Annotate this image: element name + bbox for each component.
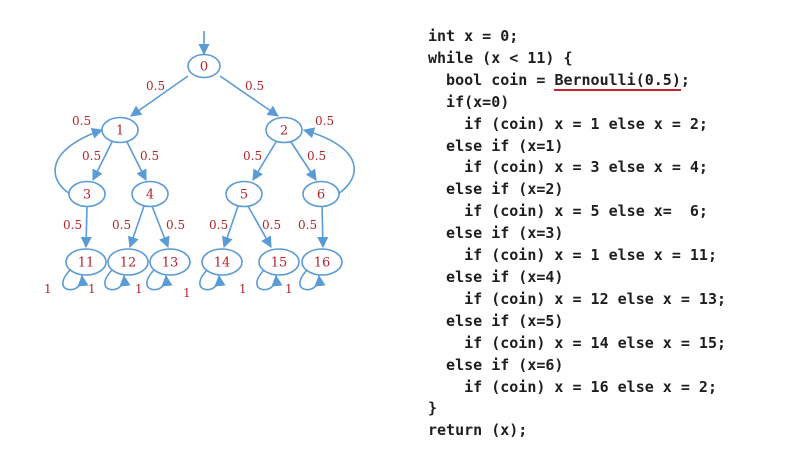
node-label: 15 [271,256,288,271]
edge-5-14 [221,205,239,249]
code-line-13: if (coin) x = 12 else x = 13; [428,289,727,308]
edge-label-0-1: 0.5 [146,79,165,93]
code-line-11: if (coin) x = 1 else x = 11; [428,246,717,265]
selfloop-label-12: 1 [88,282,96,296]
edge-label-1-3: 0.5 [82,149,101,163]
edge-label-6-2: 0.5 [315,114,334,128]
edge-label-6-16: 0.5 [298,218,317,232]
code-line-1: int x = 0; [428,27,519,45]
edge-label-5-15: 0.5 [262,218,281,232]
code-listing: int x = 0; while (x < 11) { bool coin = … [428,26,726,442]
node-label: 4 [146,188,154,203]
node-label: 1 [116,124,124,139]
edge-label-2-6: 0.5 [307,149,326,163]
node-1: 1 [101,116,139,144]
edge-label-5-14: 0.5 [209,218,228,232]
code-line-3: bool coin = Bernoulli(0.5); [428,70,726,92]
selfloop-label-14: 1 [183,286,191,300]
code-line-16: else if (x=6) [428,355,564,374]
selfloop-label-16: 1 [285,282,293,296]
code-line-4: if(x=0) [428,92,510,111]
edge-label-3-11: 0.5 [63,218,82,232]
node-3: 3 [68,180,106,208]
node-label: 2 [280,124,288,139]
selfloop-12 [104,269,131,291]
code-line-9: if (coin) x = 5 else x= 6; [428,202,708,221]
code-line-18: } [428,399,438,418]
edge-2-6 [290,141,317,181]
code-line-3-suffix: ; [680,70,690,89]
edge-4-13 [151,205,170,249]
edge-3-11 [80,205,92,249]
edge-1-3 [92,141,113,182]
edge-5-15 [247,205,272,248]
node-label: 13 [162,256,179,271]
code-line-17: if (coin) x = 16 else x = 2; [428,377,717,396]
node-12: 12 [107,248,149,276]
edge-1-4 [126,141,147,182]
edge-6-2 [302,127,356,195]
selfloop-label-13: 1 [135,282,143,296]
code-line-8: else if (x=2) [428,180,564,199]
node-label: 11 [78,256,95,271]
code-line-14: else if (x=5) [428,311,564,330]
node-4: 4 [131,180,169,208]
selfloop-16 [299,269,326,291]
node-label: 14 [214,256,231,271]
edge-label-2-5: 0.5 [243,149,262,163]
edge-label-0-2: 0.5 [245,79,264,93]
node-5: 5 [225,180,263,208]
node-2: 2 [265,116,303,144]
selfloop-14 [199,269,226,291]
code-line-19: return (x); [428,421,528,440]
edge-6-16 [317,205,329,249]
edge-label-4-12: 0.5 [112,218,131,232]
code-line-2: while (x < 11) { [428,48,573,67]
code-line-15: if (coin) x = 14 else x = 15; [428,333,727,352]
node-label: 5 [240,188,248,203]
node-14: 14 [201,248,243,276]
edge-0-1 [130,75,189,117]
node-label: 16 [314,256,331,271]
node-label: 6 [317,188,325,203]
selfloop-11 [62,269,89,291]
node-0: 0 [187,53,221,79]
edge-3-1 [54,127,104,195]
code-line-6: else if (x=1) [428,136,564,155]
node-6: 6 [302,180,340,208]
node-label: 3 [83,188,91,203]
markov-chain-diagram: 0 1 2 3 4 5 6 11 12 13 14 15 [44,31,356,300]
code-line-7: if (coin) x = 3 else x = 4; [428,158,708,177]
node-label: 12 [120,256,137,271]
node-label: 0 [200,60,208,75]
edge-4-12 [127,205,145,249]
code-line-10: else if (x=3) [428,224,564,243]
edge-label-4-13: 0.5 [166,218,185,232]
selfloop-13 [146,269,173,291]
code-line-12: else if (x=4) [428,267,564,286]
node-15: 15 [258,248,300,276]
code-line-5: if (coin) x = 1 else x = 2; [428,114,708,133]
node-16: 16 [301,248,343,276]
edge-2-5 [252,141,277,181]
node-13: 13 [149,248,191,276]
edge-0-2 [219,75,279,117]
edge-label-3-1: 0.5 [72,114,91,128]
selfloop-label-15: 1 [239,282,247,296]
edge-label-1-4: 0.5 [140,149,159,163]
selfloop-label-11: 1 [44,282,52,296]
bernoulli-call: Bernoulli(0.5) [554,70,681,91]
selfloop-15 [256,269,283,291]
code-line-3-prefix: bool coin = [428,70,555,89]
node-11: 11 [65,248,107,276]
